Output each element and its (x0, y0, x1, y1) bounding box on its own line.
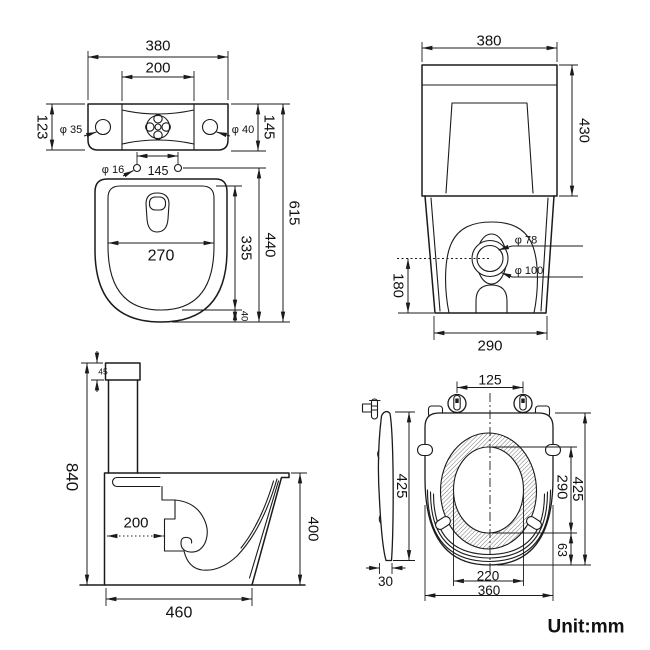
bowl-inner-outline (107, 185, 215, 311)
side-slot-left (416, 443, 434, 457)
side-outlines (79, 362, 306, 586)
dim-seat-opening-length: 290 (554, 474, 571, 499)
dim-seat-opening-width: 220 (477, 569, 500, 584)
label-right-hole: φ 40 (232, 124, 254, 136)
trap-dome (174, 499, 208, 553)
bowl-outer-outline (94, 178, 228, 323)
seat-view: 125 425 30 290 63 425 220 360 (361, 372, 591, 601)
dim-side-base-depth: 460 (166, 605, 193, 622)
tank-lid-curves (121, 109, 195, 145)
label-outlet-inner: φ 78 (515, 235, 537, 247)
back-view: 380 430 180 φ 78 φ 100 290 (390, 33, 593, 355)
side-view: 840 45 200 400 460 (63, 351, 322, 622)
seat-ring-outer (439, 432, 538, 550)
dim-plan-valve-span: 200 (145, 60, 170, 77)
rim-section (111, 476, 161, 488)
side-tank-walls (107, 379, 139, 474)
dim-seat-total-width: 360 (478, 583, 501, 598)
seat-profile (361, 398, 394, 562)
dim-plan-bowl-inner-length: 335 (238, 235, 255, 260)
plan-outlines (87, 103, 229, 323)
water-spot-outline (145, 192, 170, 233)
plan-view: 380 200 123 φ 35 φ 40 φ 16 145 145 270 3… (34, 38, 303, 323)
seat-top (416, 393, 562, 572)
dim-plan-tank-width: 380 (145, 38, 170, 55)
dim-plan-tank-depth: 123 (34, 114, 51, 139)
profile-bumpers (377, 449, 382, 524)
base-arch-outer (445, 221, 538, 314)
dim-plan-front-rim: 40 (239, 311, 250, 322)
outlet-inner-circle (476, 244, 504, 273)
tank-top-outline (87, 103, 229, 151)
seat-dims (366, 381, 591, 601)
bowl-basin-wall (183, 478, 278, 571)
dim-plan-bowl-length: 440 (262, 232, 279, 257)
dim-back-base-width: 290 (477, 338, 502, 355)
base-inner-walls (430, 197, 549, 312)
back-dims (397, 42, 583, 340)
dim-seat-profile-length: 425 (393, 473, 410, 498)
plan-dims (46, 51, 290, 323)
label-left-hole: φ 35 (60, 124, 82, 136)
dim-back-tank-width: 380 (476, 33, 501, 50)
dim-side-bowl-height: 400 (305, 516, 322, 541)
tank-back-outline (421, 64, 558, 197)
base-arch-inner (475, 284, 508, 314)
tank-recess (445, 102, 534, 194)
left-hole (94, 118, 112, 136)
label-outlet-outer: φ 100 (515, 265, 544, 277)
dim-side-trap-offset: 200 (123, 515, 148, 532)
dim-plan-total-length: 615 (286, 200, 303, 225)
side-slot-right (544, 443, 562, 457)
dim-plan-tank-front-depth: 145 (261, 114, 278, 139)
trap-steps (161, 485, 185, 552)
right-hole (201, 118, 219, 136)
label-bolt-hole: φ 16 (102, 164, 124, 176)
dim-plan-bolt-spacing: 145 (148, 164, 169, 178)
side-body-outline (103, 472, 290, 586)
dim-seat-total-length: 425 (569, 476, 586, 501)
flush-button (145, 114, 171, 140)
water-spot-inner (148, 196, 167, 211)
side-tank-lid (104, 362, 141, 381)
seat-profile-outline (377, 410, 394, 562)
tank-dividers (121, 103, 195, 151)
dim-seat-profile-thickness: 30 (378, 574, 393, 589)
bolt-hole-right (173, 163, 183, 173)
dim-side-lid-height: 45 (98, 367, 108, 377)
bolt-hole-left (132, 163, 142, 173)
dim-seat-hinge-spacing: 125 (478, 372, 502, 388)
bowl-basin-inner-wall (240, 480, 275, 549)
dim-back-tank-height: 430 (576, 118, 593, 143)
dim-side-total-height: 840 (63, 463, 82, 491)
hinge-bolts (453, 394, 527, 411)
base-outline (424, 195, 555, 314)
bumper-slot-left (435, 516, 451, 530)
seat-opening (452, 446, 525, 534)
dim-plan-bowl-inner-width: 270 (148, 248, 175, 265)
hinge-bolt-side (361, 398, 381, 420)
bumper-slot-right (526, 516, 542, 530)
dim-seat-rear-section: 63 (555, 543, 569, 557)
unit-label: Unit:mm (547, 617, 624, 638)
side-front-inner-wall (248, 480, 280, 579)
dim-back-outlet-height: 180 (390, 273, 407, 298)
side-dims (81, 351, 307, 606)
